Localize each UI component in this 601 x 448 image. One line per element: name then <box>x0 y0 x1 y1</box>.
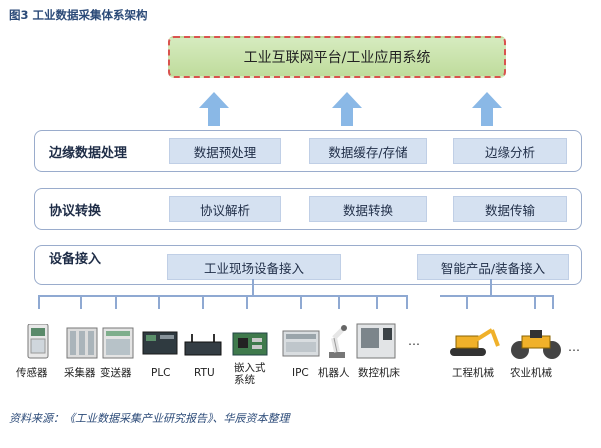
collector-icon <box>66 327 98 359</box>
device-label-cnc: 数控机床 <box>358 367 400 379</box>
ipc-icon <box>282 330 320 357</box>
device-label-rtu: RTU <box>194 367 215 379</box>
drop-line <box>300 295 302 309</box>
chip-data-conversion: 数据转换 <box>309 196 427 222</box>
device-label-transmitter: 变送器 <box>100 367 132 379</box>
chip-field-device-access: 工业现场设备接入 <box>167 254 341 280</box>
drop-line <box>202 295 204 309</box>
up-arrow-icon <box>472 92 502 126</box>
robot-arm-icon <box>329 325 347 358</box>
connector-line <box>252 279 254 296</box>
cnc-machine-icon <box>356 323 396 359</box>
device-label-engineering-machinery: 工程机械 <box>452 367 494 379</box>
chip-data-transmission: 数据传输 <box>453 196 567 222</box>
sensor-icon <box>27 324 49 359</box>
up-arrow-icon <box>199 92 229 126</box>
drop-line <box>246 295 248 309</box>
source-note: 资料来源：《工业数据采集产业研究报告》、华辰资本整理 <box>9 412 290 425</box>
drop-line <box>466 295 468 309</box>
device-label-collector: 采集器 <box>64 367 96 379</box>
device-ellipsis: … <box>568 340 580 354</box>
drop-line <box>158 295 160 309</box>
excavator-icon <box>450 328 500 356</box>
chip-data-cache-storage: 数据缓存/存储 <box>309 138 427 164</box>
drop-line <box>115 295 117 309</box>
layer-label: 边缘数据处理 <box>49 145 128 161</box>
transmitter-icon <box>102 327 134 359</box>
connector-line <box>490 279 492 296</box>
layer-label: 协议转换 <box>49 203 102 219</box>
device-label-robot: 机器人 <box>318 367 350 379</box>
up-arrow-icon <box>332 92 362 126</box>
plc-icon <box>142 331 178 355</box>
chip-data-preprocessing: 数据预处理 <box>169 138 281 164</box>
drop-line <box>534 295 536 309</box>
figure-title: 图3 工业数据采集体系架构 <box>9 8 148 22</box>
drop-line <box>80 295 82 309</box>
chip-smart-product-access: 智能产品/装备接入 <box>417 254 569 280</box>
layer-label: 设备接入 <box>49 251 102 267</box>
drop-line <box>376 295 378 309</box>
device-label-plc: PLC <box>151 367 171 379</box>
bus-line-field <box>38 295 408 297</box>
road-roller-icon <box>511 330 561 359</box>
device-label-embedded: 嵌入式 系统 <box>234 362 266 386</box>
chip-edge-analysis: 边缘分析 <box>453 138 567 164</box>
layer-edge-processing: 边缘数据处理 数据预处理 数据缓存/存储 边缘分析 <box>34 130 582 172</box>
device-label-sensor: 传感器 <box>16 367 48 379</box>
drop-line <box>38 295 40 309</box>
drop-line <box>552 295 554 309</box>
device-label-agricultural-machinery: 农业机械 <box>510 367 552 379</box>
drop-line <box>406 295 408 309</box>
rtu-icon <box>184 334 222 356</box>
layer-protocol-conversion: 协议转换 协议解析 数据转换 数据传输 <box>34 188 582 230</box>
embedded-board-icon <box>232 332 268 356</box>
drop-line <box>338 295 340 309</box>
device-ellipsis: … <box>408 334 420 348</box>
platform-label: 工业互联网平台/工业应用系统 <box>243 50 431 66</box>
layer-device-access: 设备接入 工业现场设备接入 智能产品/装备接入 <box>34 245 582 285</box>
chip-protocol-parsing: 协议解析 <box>169 196 281 222</box>
device-label-ipc: IPC <box>292 367 309 379</box>
bus-line-smart <box>440 295 552 297</box>
platform-box: 工业互联网平台/工业应用系统 <box>168 36 506 78</box>
